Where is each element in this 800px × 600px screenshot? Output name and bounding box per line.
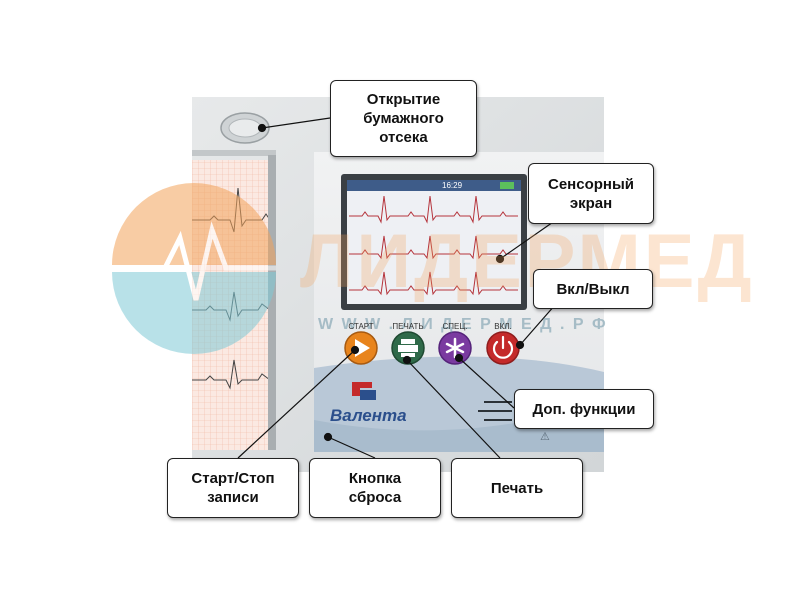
play-icon (355, 339, 370, 357)
valenta-logo-icon (352, 382, 376, 400)
svg-text:⚠: ⚠ (540, 430, 550, 443)
asterisk-icon (445, 337, 465, 359)
printer-icon (398, 339, 418, 357)
callout-start-stop: Старт/Стоп записи (167, 458, 299, 518)
power-icon (492, 335, 514, 359)
callout-extra-functions: Доп. функции (514, 389, 654, 429)
leader-lines (237, 117, 557, 459)
watermark-brand: ЛИДЕРМЕД (300, 219, 755, 304)
watermark-url: W W W . Л И Д Е Р М Е Д . Р Ф (318, 316, 608, 333)
callout-reset-button: Кнопка сброса (309, 458, 441, 518)
device-brand-text: Валента (330, 406, 407, 425)
screen-status-time: 16:29 (442, 181, 463, 190)
start-button-label: СТАРТ (348, 322, 374, 331)
screen-ecg-traces (349, 195, 518, 296)
touch-screen[interactable] (347, 180, 521, 304)
callout-paper-compartment: Открытие бумажного отсека (330, 80, 477, 157)
callout-touch-screen: Сенсорный экран (528, 163, 654, 224)
print-button-label: ПЕЧАТЬ (392, 322, 424, 331)
func-button-label: СПЕЦ. (442, 322, 468, 331)
paper-trace-3 (192, 359, 271, 390)
callout-print: Печать (451, 458, 583, 518)
watermark-logo (112, 183, 276, 354)
callout-power: Вкл/Выкл (533, 269, 653, 309)
power-button-label: ВКЛ. (494, 322, 512, 331)
